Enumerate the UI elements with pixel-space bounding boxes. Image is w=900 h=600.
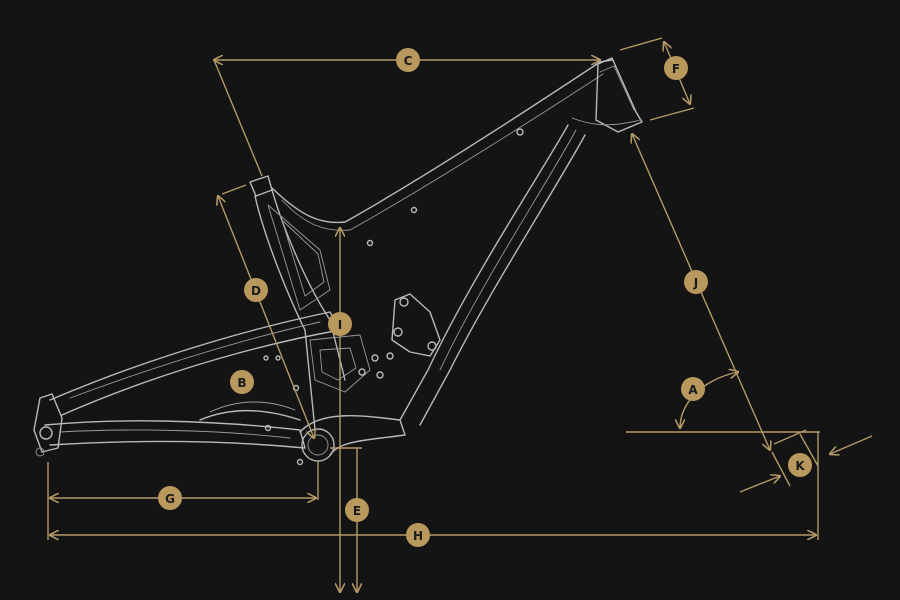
badge-a: A — [681, 377, 705, 401]
dim-d-line — [218, 196, 314, 438]
top-tube — [271, 59, 613, 224]
badge-c-text: C — [404, 54, 413, 68]
badge-d-text: D — [251, 284, 261, 298]
badge-f: F — [664, 56, 688, 80]
bottom-bracket — [301, 428, 335, 462]
badge-b-text: B — [237, 376, 246, 390]
rear-dropout — [33, 393, 63, 453]
badge-j-text: J — [693, 276, 698, 290]
badge-c: C — [396, 48, 420, 72]
badge-i: I — [328, 312, 352, 336]
badge-g: G — [158, 486, 182, 510]
badge-b: B — [230, 370, 254, 394]
badge-j: J — [684, 270, 708, 294]
badge-f-text: F — [672, 62, 680, 76]
rocker-link — [391, 293, 441, 357]
badge-a-text: A — [688, 383, 698, 397]
head-tube — [595, 57, 643, 133]
seat-tube-cap — [249, 175, 273, 197]
badge-h: H — [406, 523, 430, 547]
badge-g-text: G — [165, 492, 175, 506]
rear-axle — [39, 426, 53, 440]
badge-k-text: K — [795, 459, 805, 473]
badge-e: E — [345, 498, 369, 522]
badge-i-text: I — [338, 318, 342, 332]
bike-frame-drawing — [33, 57, 643, 466]
badge-e-text: E — [353, 504, 361, 518]
down-tube — [399, 124, 569, 421]
dim-k-right — [830, 435, 873, 454]
badge-d: D — [244, 278, 268, 302]
chain-stay — [44, 420, 306, 449]
dim-k-left — [739, 476, 780, 493]
badge-h-text: H — [413, 529, 423, 543]
badge-k: K — [788, 453, 812, 477]
